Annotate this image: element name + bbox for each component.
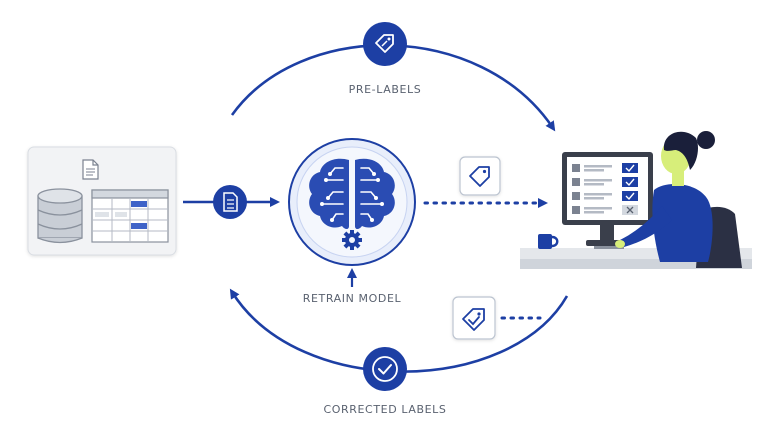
document-icon [223, 192, 238, 212]
pre-labels-label: PRE-LABELS [349, 83, 422, 96]
database-icon [37, 188, 83, 244]
checkmark-icon [378, 364, 392, 375]
coffee-mug-icon [538, 234, 559, 249]
document-badge [213, 185, 247, 219]
pre-label-card [459, 156, 501, 196]
ai-model [288, 138, 416, 266]
corrected-label-card [452, 296, 496, 340]
pre-labels-badge [363, 22, 407, 66]
tag-icon [469, 166, 490, 187]
document-icon [82, 159, 99, 180]
screen-checklist [572, 163, 638, 215]
data-source-card [27, 146, 177, 256]
person-at-computer-icon [520, 131, 752, 269]
corrected-labels-label: CORRECTED LABELS [323, 403, 446, 416]
data-table-icon [91, 189, 169, 243]
retrain-model-label: RETRAIN MODEL [303, 292, 402, 305]
brain-circuit-icon [309, 158, 395, 229]
tag-check-icon [462, 308, 485, 331]
tag-icon [375, 34, 394, 53]
gear-icon [342, 230, 362, 250]
corrected-labels-badge [363, 347, 407, 391]
